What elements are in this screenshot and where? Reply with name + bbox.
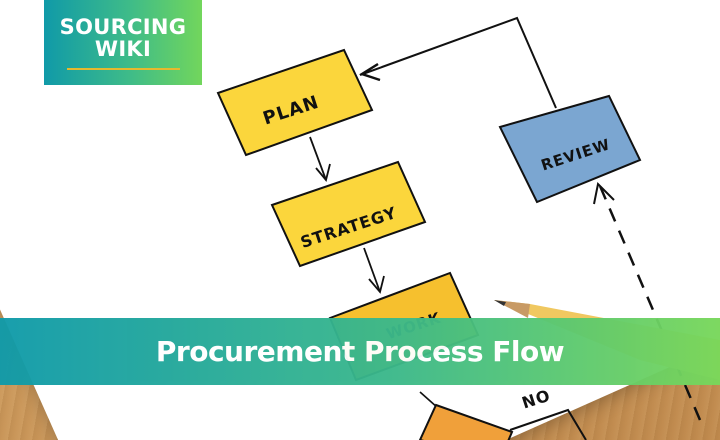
logo-line-2: WIKI bbox=[94, 37, 152, 61]
sourcing-wiki-logo: SOURCING WIKI bbox=[44, 0, 202, 85]
flow-box-review: REVIEW bbox=[498, 94, 642, 204]
banner-title: Procurement Process Flow bbox=[155, 335, 565, 368]
flow-box-decision bbox=[418, 403, 514, 440]
flow-box-plan: PLAN bbox=[216, 48, 374, 157]
logo-underline bbox=[66, 68, 180, 70]
flow-box-strategy: STRATEGY bbox=[270, 160, 427, 268]
svg-text:NO: NO bbox=[520, 386, 553, 413]
title-banner: Procurement Process Flow bbox=[0, 318, 720, 385]
logo-line-1: SOURCING bbox=[59, 15, 187, 39]
